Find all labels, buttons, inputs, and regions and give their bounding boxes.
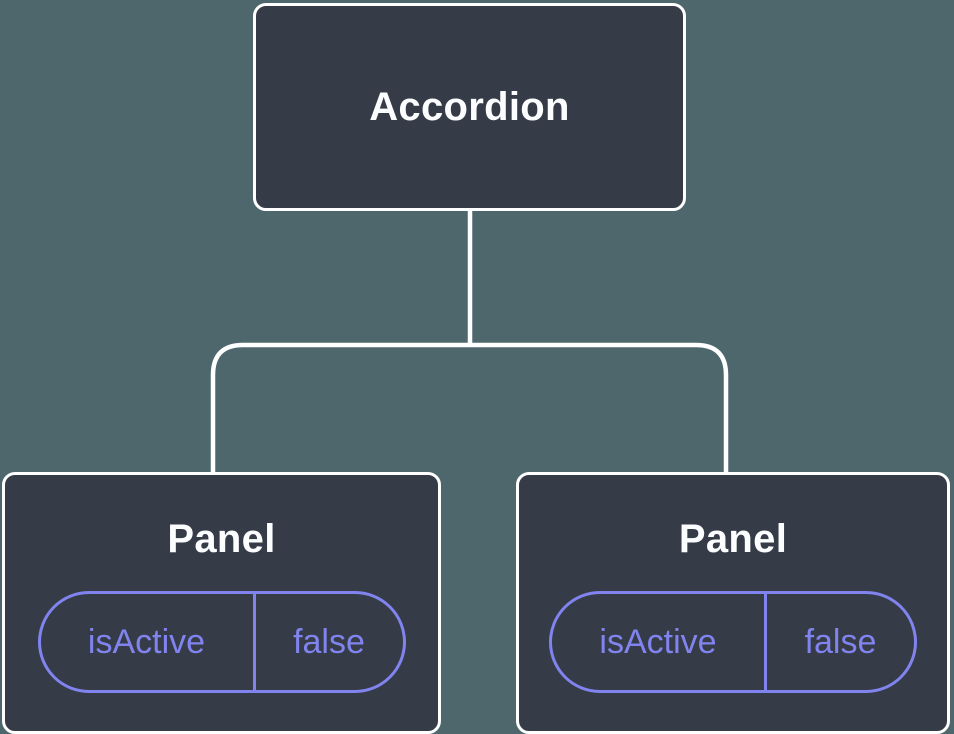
component-node-accordion: Accordion [253, 3, 686, 211]
connector-branch [210, 342, 729, 473]
state-pill: isActive false [549, 591, 917, 693]
state-value: false [804, 622, 877, 661]
state-value: false [293, 622, 365, 661]
state-key: isActive [41, 594, 256, 690]
component-node-panel-left: Panel isActive false [2, 472, 441, 734]
state-pill: isActive false [37, 591, 406, 693]
component-label: Accordion [369, 85, 570, 129]
state-key: isActive [552, 594, 767, 690]
component-label: Panel [167, 517, 276, 561]
component-node-panel-right: Panel isActive false [516, 472, 950, 734]
component-label: Panel [678, 517, 788, 561]
